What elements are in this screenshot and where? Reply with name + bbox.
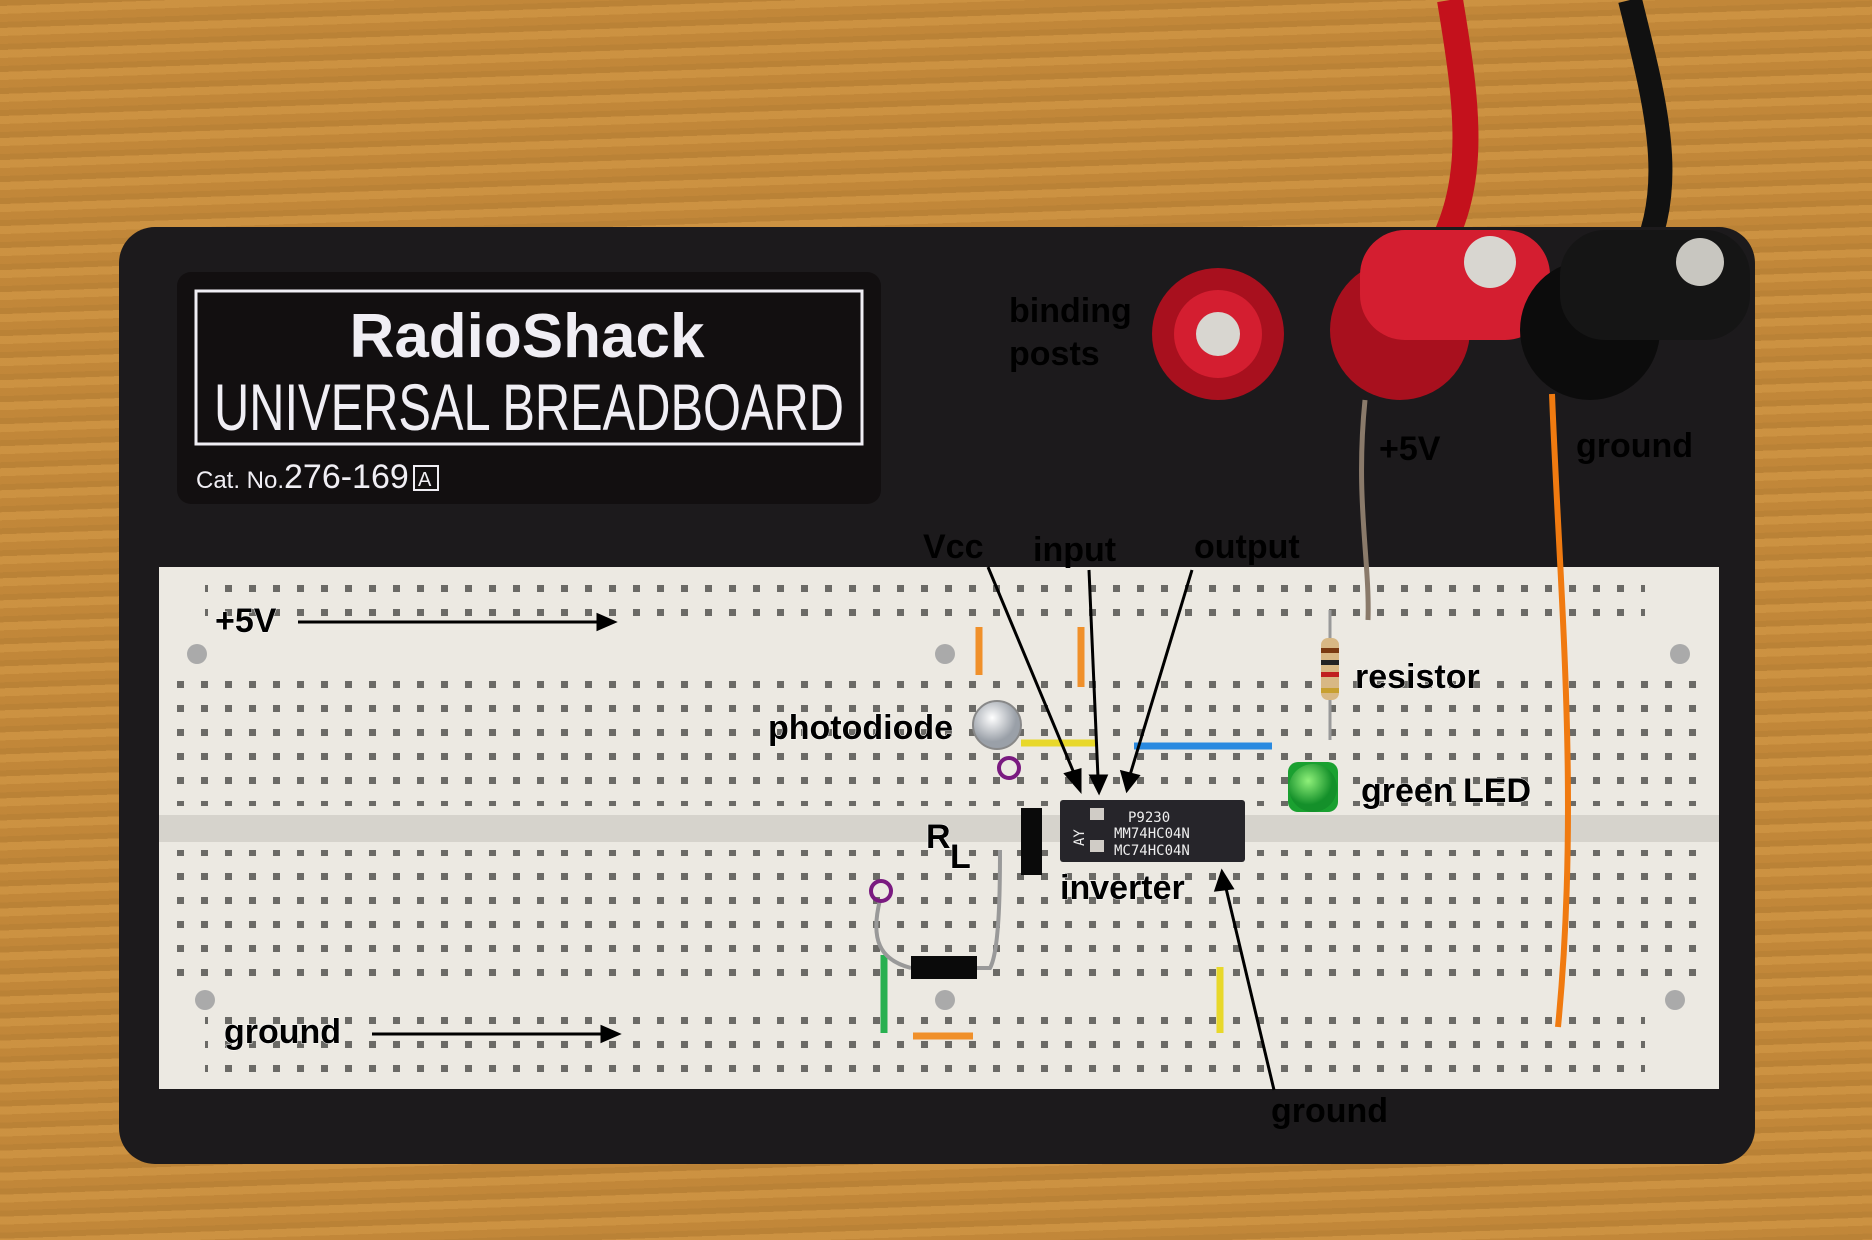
svg-text:276-169: 276-169 <box>284 458 409 496</box>
green-led <box>1288 762 1338 812</box>
power-rail-bottom <box>205 1015 1645 1075</box>
svg-text:AY: AY <box>1072 829 1088 846</box>
annotation-arrows <box>298 566 1276 1091</box>
label-plus5v-post: +5V <box>1379 430 1441 468</box>
photodiode <box>972 700 1022 750</box>
svg-text:P9230: P9230 <box>1128 810 1170 826</box>
label-vcc: Vcc <box>923 528 984 566</box>
load-resistor-rl <box>1021 808 1042 875</box>
label-plus5v-rail: +5V <box>215 602 277 640</box>
resistor <box>1321 610 1339 740</box>
label-photodiode: photodiode <box>768 709 953 747</box>
rl-lead <box>977 849 1002 970</box>
plus5v-wire <box>1359 399 1371 621</box>
svg-text:Cat. No.: Cat. No. <box>196 467 284 494</box>
binding-post-plus5v[interactable] <box>1330 230 1550 400</box>
svg-text:RadioShack: RadioShack <box>350 302 705 371</box>
marker-circle-1 <box>997 756 1021 780</box>
label-green-led: green LED <box>1361 772 1531 810</box>
arrow-vcc <box>986 566 1078 779</box>
label-binding-posts-1: binding <box>1009 292 1132 330</box>
label-input: input <box>1033 531 1116 569</box>
breadboard <box>159 567 1719 1089</box>
label-output: output <box>1194 528 1300 566</box>
arrow-ground-chip <box>1223 883 1276 1091</box>
arrow-input <box>1087 569 1100 779</box>
board-label: RadioShack UNIVERSAL BREADBOARD Cat. No.… <box>177 272 881 504</box>
label-ground-rail: ground <box>224 1013 341 1051</box>
binding-post-ground[interactable] <box>1520 230 1750 400</box>
arrow-output <box>1128 569 1194 776</box>
label-rl: R <box>926 818 951 856</box>
svg-text:A: A <box>418 469 432 491</box>
binding-post-red[interactable] <box>1152 268 1284 400</box>
label-resistor: resistor <box>1355 658 1480 696</box>
bottom-black-component <box>911 956 977 979</box>
label-ground-post: ground <box>1576 427 1693 465</box>
label-binding-posts-2: posts <box>1009 335 1100 373</box>
terminal-strip-top <box>170 676 1710 806</box>
svg-text:MC74HC04N: MC74HC04N <box>1114 843 1190 859</box>
inverter-chip: P9230 MM74HC04N MC74HC04N AY <box>1060 800 1245 862</box>
svg-text:UNIVERSAL BREADBOARD: UNIVERSAL BREADBOARD <box>214 370 844 444</box>
marker-circle-2 <box>869 879 893 903</box>
orange-ground-wire <box>1549 393 1571 1028</box>
green-lead <box>874 899 912 970</box>
label-rl-subscript: L <box>950 838 971 876</box>
label-inverter: inverter <box>1060 869 1185 907</box>
label-ground-chip: ground <box>1271 1092 1388 1130</box>
svg-text:MM74HC04N: MM74HC04N <box>1114 826 1190 842</box>
